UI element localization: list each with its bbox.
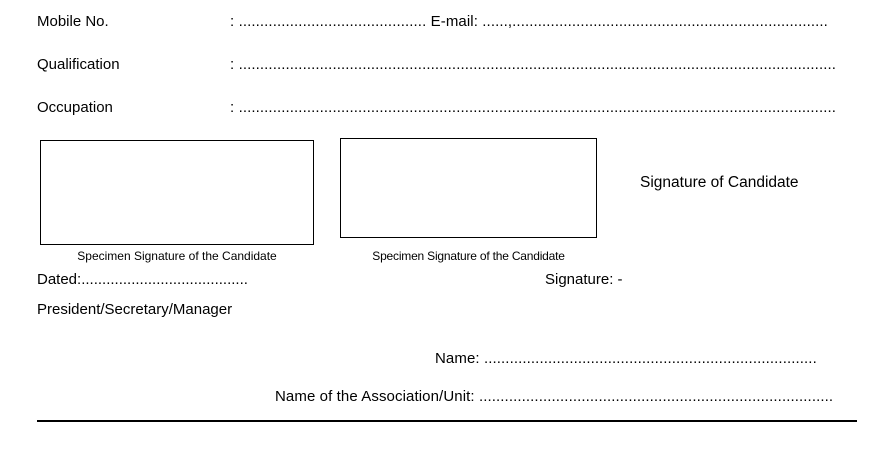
bottom-divider-line: [37, 420, 857, 422]
association-unit-line: Name of the Association/Unit: ..........…: [275, 388, 833, 405]
qualification-colon: :: [230, 56, 235, 73]
dated-label: Dated:: [37, 271, 82, 288]
mobile-value-area: : ......................................…: [230, 13, 828, 30]
specimen-signature-box-left: [40, 140, 314, 245]
association-unit-dotted-line: ........................................…: [478, 388, 834, 405]
qualification-label: Qualification: [37, 56, 120, 73]
mobile-label: Mobile No.: [37, 13, 109, 30]
name-label: Name:: [435, 350, 480, 367]
mobile-dotted-line: ........................................…: [238, 13, 427, 30]
qualification-dotted-line: ........................................…: [238, 56, 837, 73]
mobile-colon: :: [230, 13, 235, 30]
occupation-value-area: : ......................................…: [230, 99, 836, 116]
specimen-signature-box-right: [340, 138, 597, 238]
name-line: Name: ..................................…: [435, 350, 817, 367]
specimen-signature-caption-right: Specimen Signature of the Candidate: [372, 249, 565, 263]
dated-dotted-line: ........................................: [81, 271, 248, 288]
email-label: E-mail:: [430, 13, 478, 30]
association-unit-label: Name of the Association/Unit:: [275, 388, 475, 405]
specimen-signature-caption-left: Specimen Signature of the Candidate: [77, 249, 277, 263]
signature-of-candidate-label: Signature of Candidate: [640, 174, 799, 191]
signature-label: Signature: -: [545, 271, 623, 288]
qualification-value-area: : ......................................…: [230, 56, 836, 73]
dated-line: Dated:..................................…: [37, 271, 248, 288]
name-dotted-line: ........................................…: [483, 350, 817, 367]
designation-label: President/Secretary/Manager: [37, 301, 233, 318]
occupation-dotted-line: ........................................…: [238, 99, 837, 116]
occupation-label: Occupation: [37, 99, 113, 116]
occupation-colon: :: [230, 99, 235, 116]
email-dotted-line: ......,.................................…: [482, 13, 828, 30]
